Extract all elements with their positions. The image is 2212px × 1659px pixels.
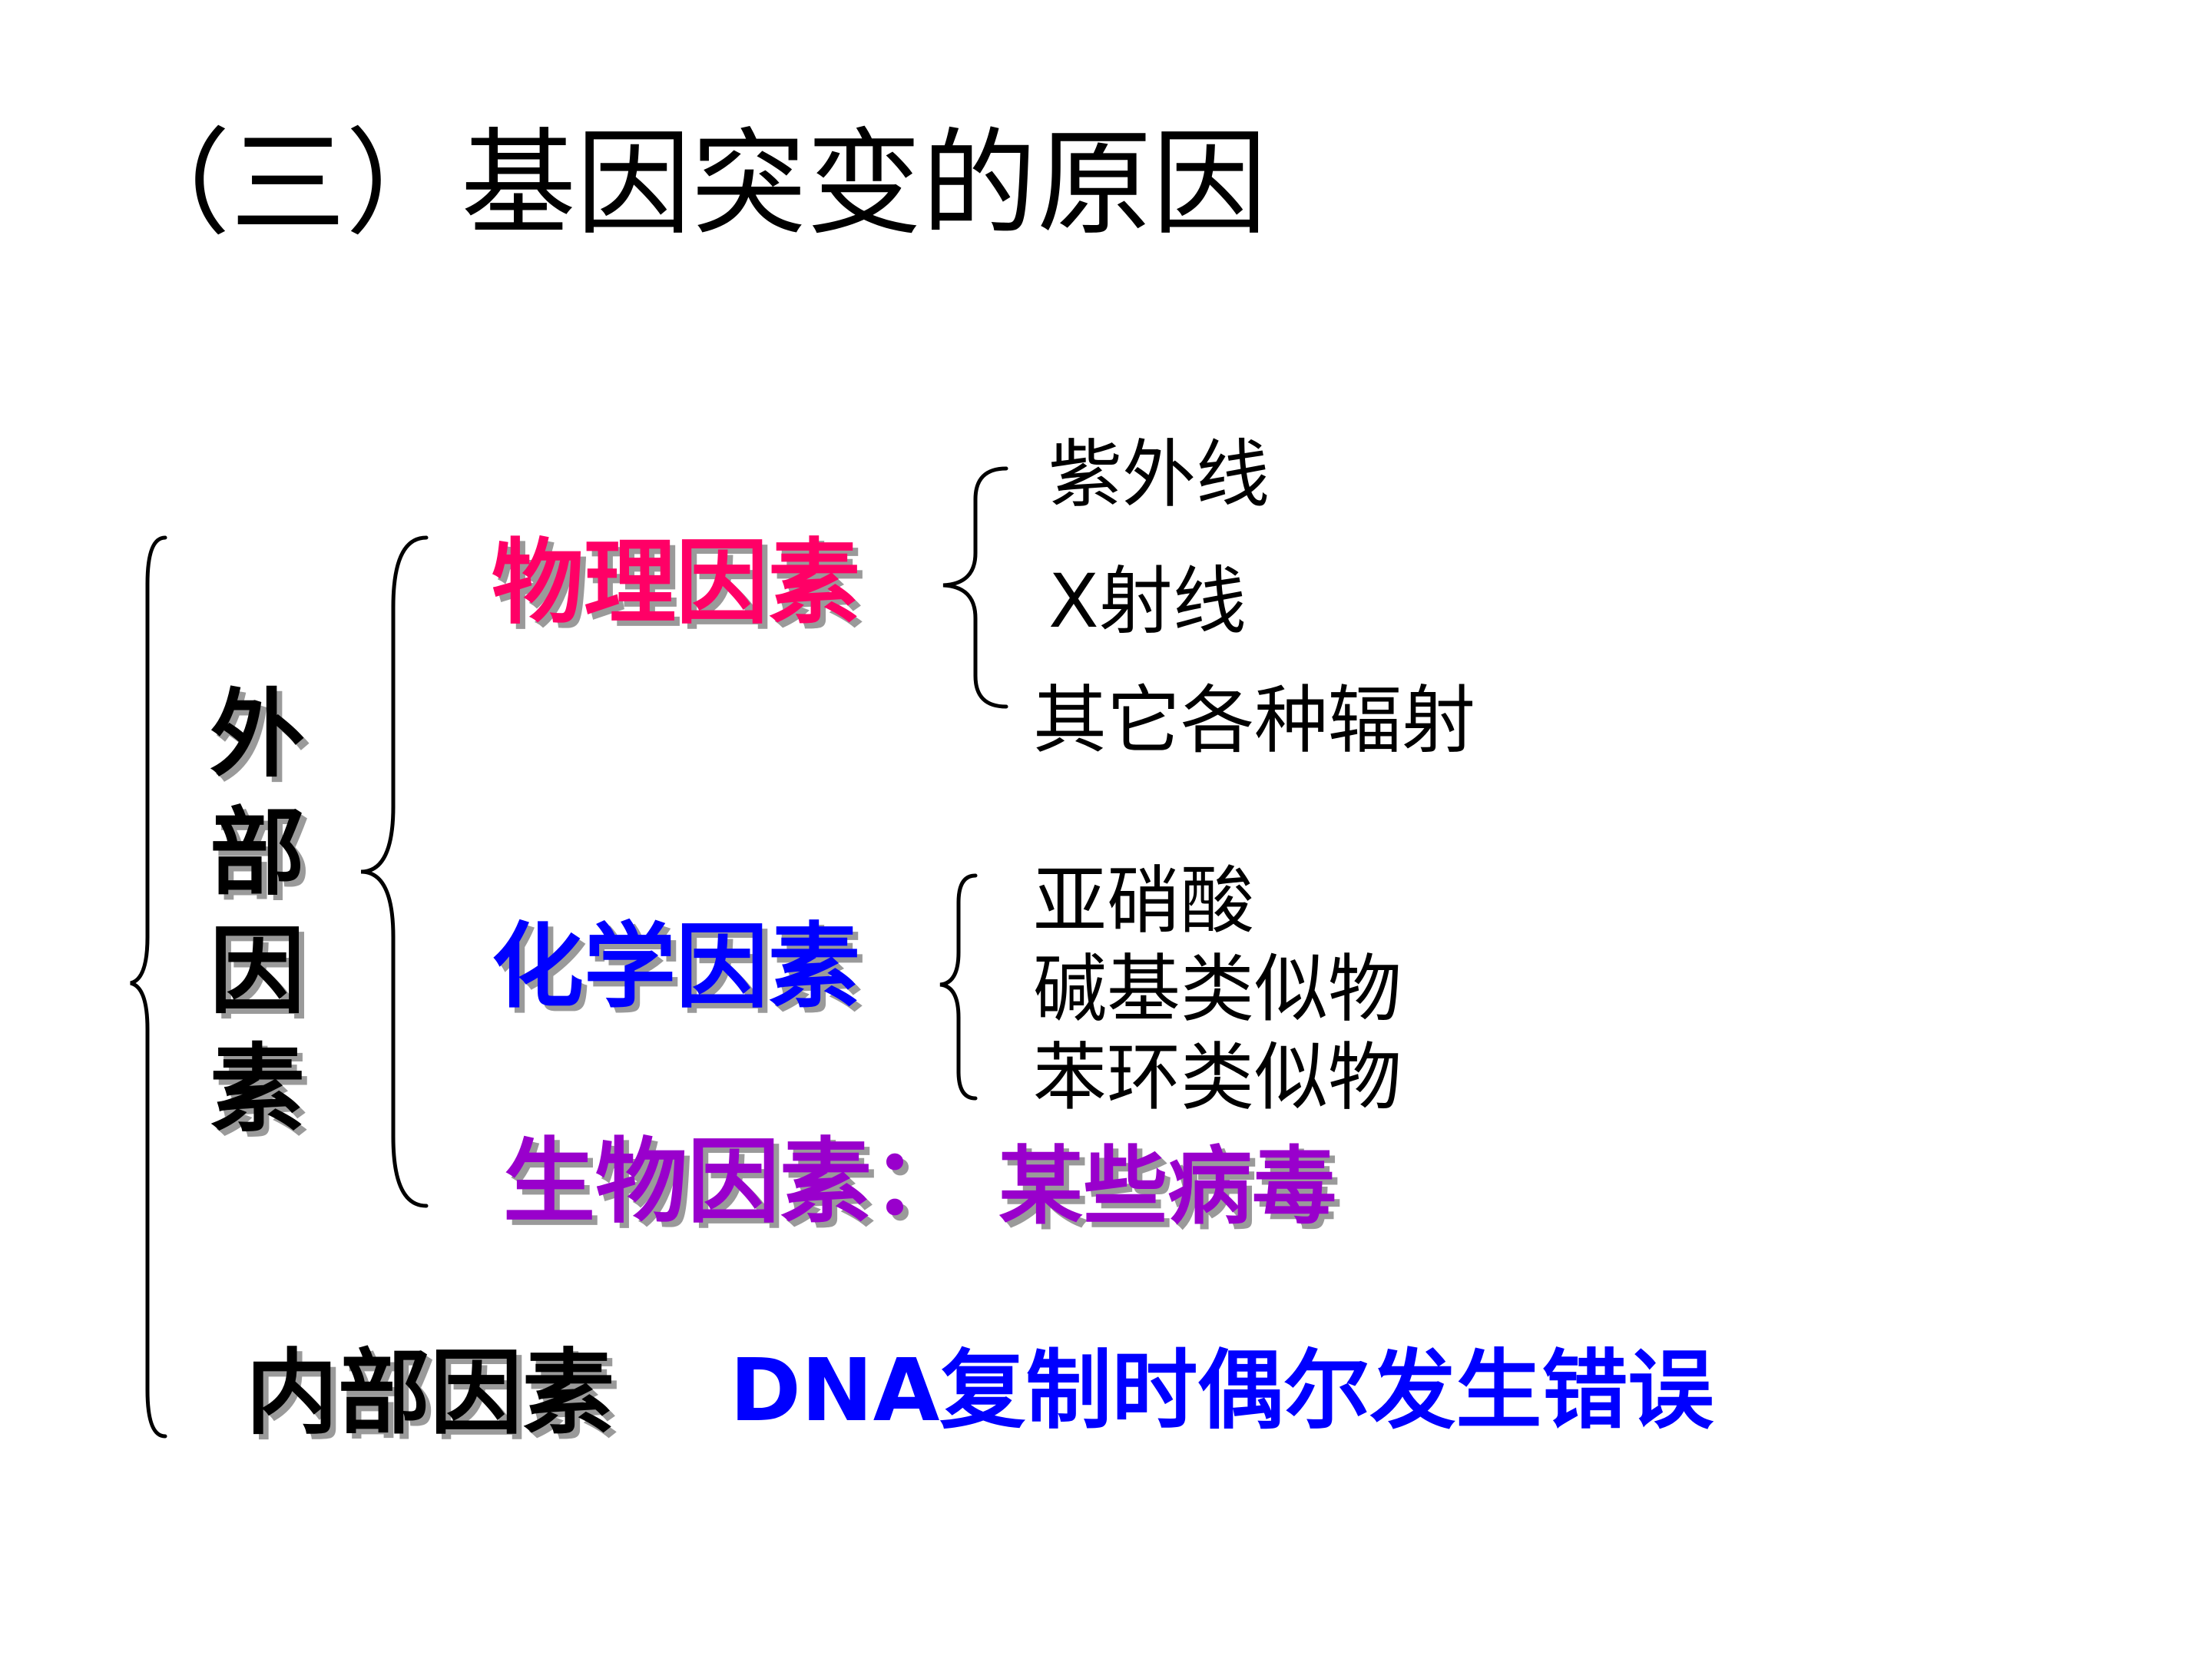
physical-factors-label: 物理因素 [492,530,860,637]
chemical-item: 碱基类似物 [1033,946,1402,1032]
external-brace [360,535,429,1208]
biological-factors-label: 生物因素： [503,1129,964,1236]
physical-item: 其它各种辐射 [1033,677,1475,763]
external-label-char: 部 [209,798,305,909]
chemical-item: 苯环类似物 [1033,1035,1402,1121]
physical-item: X射线 [1048,558,1247,644]
external-factors-label: 外 部 因 素 [207,676,307,1149]
external-label-char: 因 [209,916,305,1027]
page-title: （三）基因突变的原因 [115,118,1268,251]
chemical-item: 亚硝酸 [1033,858,1254,944]
chemical-brace [939,873,978,1101]
physical-item: 紫外线 [1048,432,1270,518]
external-label-char: 素 [209,1035,305,1145]
physical-brace [942,466,1008,709]
outer-brace [130,535,167,1439]
external-label-char: 外 [209,680,305,790]
internal-factors-label: 内部因素 [246,1340,614,1447]
biological-factors-detail: 某些病毒 [998,1137,1336,1236]
internal-factors-detail: DNA复制时偶尔发生错误 [730,1341,1714,1441]
chemical-factors-label: 化学因素 [492,914,860,1021]
